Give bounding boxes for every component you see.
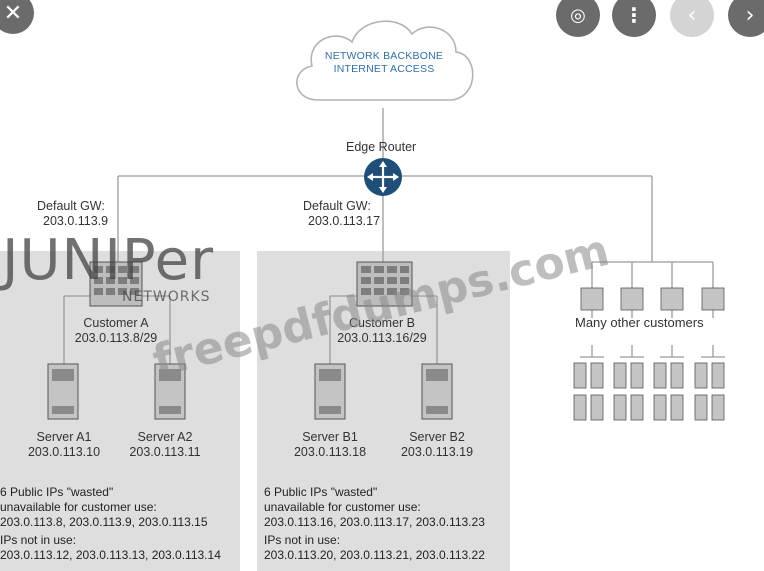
server-b1-name: Server B1 [302, 430, 358, 444]
customer-b-subnet: 203.0.113.16/29 [337, 331, 427, 345]
customer-b-gw-ip: 203.0.113.17 [308, 214, 381, 228]
other-customers-label: Many other customers [575, 315, 704, 330]
cloud-label-line1: NETWORK BACKBONE [324, 50, 444, 62]
server-icon-a2 [154, 363, 186, 420]
building-icon-customer-b [356, 261, 413, 307]
customer-b-notuse-ips: 203.0.113.20, 203.0.113.21, 203.0.113.22 [264, 548, 485, 562]
more-vertical-icon: ⋮ [624, 3, 644, 27]
customer-b-wasted-ips: 203.0.113.16, 203.0.113.17, 203.0.113.23 [264, 515, 485, 529]
customer-b-name: Customer B [349, 316, 415, 330]
close-icon: ✕ [3, 0, 23, 26]
customer-b-gw-label: Default GW: [303, 199, 371, 213]
chevron-right-icon: › [745, 2, 755, 28]
customer-b-notuse-title: IPs not in use: [264, 533, 341, 547]
lens-search-button[interactable]: ◎ [556, 0, 600, 37]
customer-b-wasted-title: 6 Public IPs "wasted" [264, 485, 378, 499]
server-icon-b2 [421, 363, 453, 420]
customer-a-notuse-ips: 203.0.113.12, 203.0.113.13, 203.0.113.14 [0, 548, 221, 562]
server-icon-a1 [47, 363, 79, 420]
previous-image-button[interactable]: ‹ [670, 0, 714, 37]
customer-a-wasted-sub: unavailable for customer use: [0, 500, 157, 514]
customer-a-gw-label: Default GW: [37, 199, 105, 213]
customer-a-wasted-ips: 203.0.113.8, 203.0.113.9, 203.0.113.15 [0, 515, 208, 529]
customer-a-notuse-title: IPs not in use: [0, 533, 77, 547]
server-a2-name: Server A2 [137, 430, 193, 444]
next-image-button[interactable]: › [728, 0, 764, 37]
server-a1-name: Server A1 [36, 430, 92, 444]
juniper-logo-watermark-sub: NETWORKS [122, 289, 211, 305]
customer-a-wasted-title: 6 Public IPs "wasted" [0, 485, 114, 499]
router-icon [364, 158, 402, 196]
server-a1-ip: 203.0.113.10 [27, 445, 101, 459]
customer-b-wasted-sub: unavailable for customer use: [264, 500, 421, 514]
other-customers-servers [573, 362, 725, 421]
router-label: Edge Router [346, 140, 417, 154]
customer-a-name: Customer A [83, 316, 149, 330]
other-customers-buildings [580, 287, 725, 311]
server-icon-b1 [314, 363, 346, 420]
customer-a-gw-ip: 203.0.113.9 [43, 214, 109, 228]
more-options-button[interactable]: ⋮ [612, 0, 656, 37]
chevron-left-icon: ‹ [687, 2, 697, 28]
customer-a-subnet: 203.0.113.8/29 [74, 331, 158, 345]
lens-icon: ◎ [570, 4, 586, 26]
server-b1-ip: 203.0.113.18 [293, 445, 367, 459]
server-b2-name: Server B2 [409, 430, 465, 444]
server-b2-ip: 203.0.113.19 [400, 445, 474, 459]
cloud-label-line2: INTERNET ACCESS [333, 63, 435, 75]
server-a2-ip: 203.0.113.11 [129, 445, 201, 459]
cloud-icon [296, 20, 474, 101]
juniper-logo-watermark: JUNIPer [2, 228, 215, 293]
building-icon-customer-a [89, 261, 143, 307]
